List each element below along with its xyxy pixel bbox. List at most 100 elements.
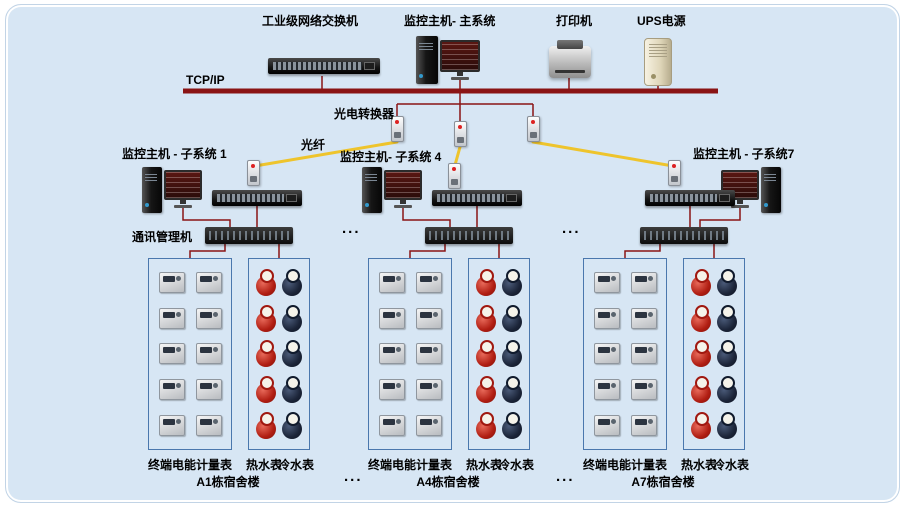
media-converter-icon xyxy=(448,163,461,189)
cold-water-label: 冷水表 xyxy=(277,458,314,472)
printer-label: 打印机 xyxy=(556,14,593,28)
hot-water-meter-icon xyxy=(475,304,497,332)
main-host-tower-icon xyxy=(416,36,438,84)
electric-meter-icon xyxy=(593,379,620,401)
electric-meter-box xyxy=(583,258,667,450)
electric-meter-icon xyxy=(195,343,222,365)
subsystem-wires-1 xyxy=(182,206,280,258)
subsystem-label: 监控主机 - 子系统 1 xyxy=(122,147,227,161)
hot-water-meter-icon xyxy=(475,340,497,368)
subsystem-wires-3 xyxy=(624,206,741,258)
hot-water-label: 热水表 xyxy=(245,458,282,472)
cold-water-meter-icon xyxy=(501,411,523,439)
electric-meter-icon xyxy=(195,379,222,401)
cold-water-meter-icon xyxy=(501,340,523,368)
industrial-network-switch-icon xyxy=(268,58,380,74)
hot-water-meter-icon xyxy=(255,269,277,297)
ellipsis: ... xyxy=(562,220,581,237)
cold-water-meter-icon xyxy=(501,304,523,332)
cold-water-meter-icon xyxy=(501,269,523,297)
hot-water-meter-icon xyxy=(690,340,712,368)
electric-meters-label: 终端电能计量表 xyxy=(147,458,232,472)
electric-meter-icon xyxy=(378,343,405,365)
cold-water-meter-icon xyxy=(281,376,303,404)
optical-converter-icon xyxy=(527,116,540,142)
media-converter-icon xyxy=(668,160,681,186)
comm-manager-icon xyxy=(640,227,728,244)
electric-meter-icon xyxy=(415,307,442,329)
hot-water-meter-icon xyxy=(690,411,712,439)
subsystem-label: 监控主机 - 子系统7 xyxy=(693,147,795,161)
electric-meter-box xyxy=(148,258,232,450)
hot-water-meter-icon xyxy=(255,304,277,332)
computer-tower-icon xyxy=(761,167,781,213)
electric-meter-icon xyxy=(630,307,657,329)
cold-water-meter-icon xyxy=(501,376,523,404)
electric-meter-icon xyxy=(158,307,185,329)
cold-water-label: 冷水表 xyxy=(497,458,534,472)
electric-meter-icon xyxy=(415,343,442,365)
electric-meter-icon xyxy=(195,414,222,436)
electric-meter-icon xyxy=(378,272,405,294)
optical-converter-label: 光电转换器 xyxy=(334,107,395,121)
hot-water-meter-icon xyxy=(475,411,497,439)
optical-converter-icon xyxy=(391,116,404,142)
electric-meter-icon xyxy=(593,343,620,365)
electric-meter-icon xyxy=(593,272,620,294)
bus-drop-lines xyxy=(321,76,659,121)
hot-water-meter-icon xyxy=(690,304,712,332)
electric-meter-icon xyxy=(195,307,222,329)
electric-meter-icon xyxy=(158,343,185,365)
hot-water-label: 热水表 xyxy=(465,458,502,472)
electric-meter-icon xyxy=(593,307,620,329)
hot-water-meter-icon xyxy=(690,376,712,404)
hot-water-meter-icon xyxy=(255,340,277,368)
media-converter-icon xyxy=(247,160,260,186)
hot-water-meter-icon xyxy=(475,376,497,404)
computer-tower-icon xyxy=(362,167,382,213)
hot-water-meter-icon xyxy=(475,269,497,297)
subsystem-switch-icon xyxy=(645,190,735,206)
subsystem-group-3: 监控主机 - 子系统7 终端电能计量表 热水表 冷水表 A7栋宿舍楼 xyxy=(553,145,794,495)
fiber-label: 光纤 xyxy=(301,138,326,152)
computer-tower-icon xyxy=(142,167,162,213)
main-host-label: 监控主机- 主系统 xyxy=(404,14,496,28)
comm-manager-label: 通讯管理机 xyxy=(132,230,193,244)
electric-meter-icon xyxy=(630,272,657,294)
building-label: A7栋宿舍楼 xyxy=(631,475,695,489)
cold-water-meter-icon xyxy=(281,304,303,332)
monitor-stand-icon xyxy=(174,200,192,208)
cold-water-meter-icon xyxy=(281,340,303,368)
electric-meter-icon xyxy=(158,379,185,401)
water-meter-box xyxy=(683,258,745,450)
subsystem-label: 监控主机- 子系统 4 xyxy=(340,150,442,164)
ellipsis: ... xyxy=(344,468,363,485)
printer-icon xyxy=(549,40,591,78)
optical-converter-icon xyxy=(454,121,467,147)
electric-meter-icon xyxy=(593,414,620,436)
subsystem-group-1: 监控主机 - 子系统 1 通讯管理机 终端电能计量表 热水表 冷水表 A1栋宿舍… xyxy=(118,145,353,495)
fiber-line xyxy=(453,145,462,167)
cold-water-meter-icon xyxy=(716,304,738,332)
industrial-switch-label: 工业级网络交换机 xyxy=(262,14,359,28)
fiber-line xyxy=(253,140,399,168)
monitor-stand-icon xyxy=(394,200,412,208)
electric-meter-icon xyxy=(630,414,657,436)
electric-meter-box xyxy=(368,258,452,450)
cold-water-meter-icon xyxy=(716,376,738,404)
electric-meter-icon xyxy=(415,414,442,436)
hot-water-meter-icon xyxy=(255,376,277,404)
building-label: A1栋宿舍楼 xyxy=(196,475,260,489)
cold-water-meter-icon xyxy=(716,269,738,297)
cold-water-label: 冷水表 xyxy=(712,458,749,472)
electric-meter-icon xyxy=(378,379,405,401)
ups-icon xyxy=(644,38,672,86)
comm-manager-icon xyxy=(205,227,293,244)
electric-meter-icon xyxy=(415,272,442,294)
building-label: A4栋宿舍楼 xyxy=(416,475,480,489)
electric-meter-icon xyxy=(415,379,442,401)
monitor-stand-icon xyxy=(731,200,749,208)
electric-meter-icon xyxy=(630,343,657,365)
